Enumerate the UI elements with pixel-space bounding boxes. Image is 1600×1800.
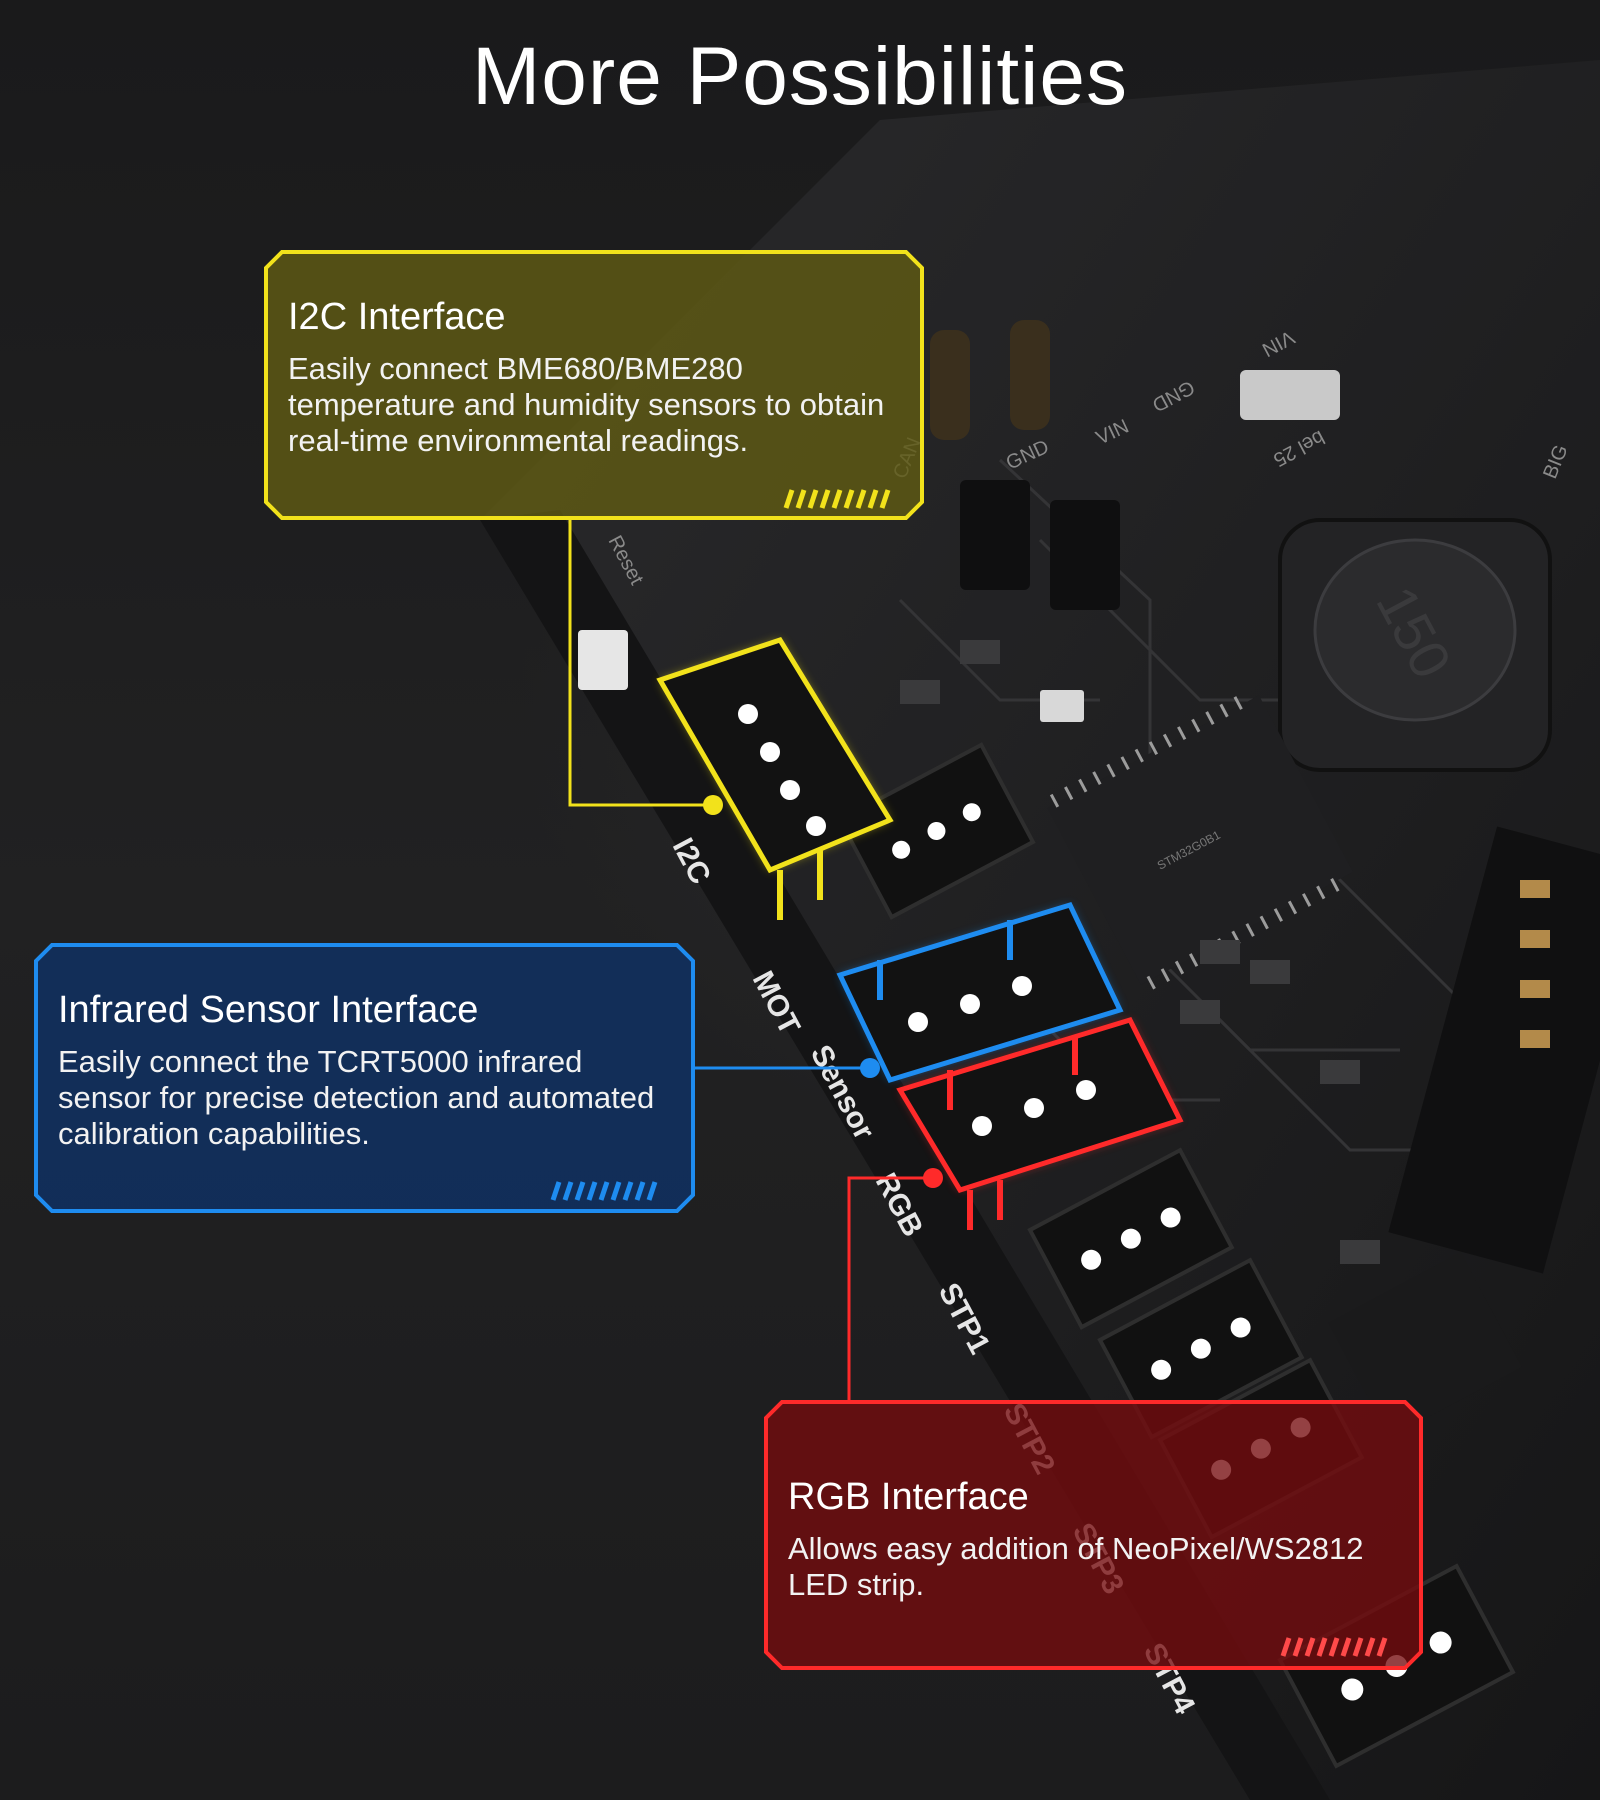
connector-stp2: [1097, 1257, 1305, 1440]
inductor: [1278, 518, 1552, 772]
i2c-connector: [656, 636, 894, 920]
rgb-callout-body: Allows easy addition of NeoPixel/WS2812 …: [788, 1531, 1364, 1602]
i2c-interface-callout: I2C Interface Easily connect BME680/BME2…: [266, 252, 922, 518]
rgb-interface-callout: RGB Interface Allows easy addition of Ne…: [766, 1402, 1421, 1668]
i2c-leader-dot: [703, 795, 723, 815]
page-title: More Possibilities: [472, 31, 1128, 122]
infrared-interface-callout: Infrared Sensor Interface Easily connect…: [36, 945, 693, 1211]
i2c-callout-title: I2C Interface: [288, 296, 506, 338]
smd-components: [578, 370, 1340, 722]
infrared-callout-body: Easily connect the TCRT5000 infrared sen…: [58, 1044, 655, 1151]
rgb-callout-title: RGB Interface: [788, 1476, 1029, 1518]
side-connector: [1388, 826, 1600, 1274]
leader-lines: [568, 520, 943, 1402]
rgb-leader-dot: [923, 1168, 943, 1188]
i2c-callout-body: Easily connect BME680/BME280 temperature…: [288, 351, 885, 458]
rgb-connector: [896, 1016, 1184, 1230]
sensor-connector: [836, 901, 1124, 1084]
connector-extra-1: [837, 742, 1036, 920]
mcu-chip: [1047, 695, 1353, 990]
infrared-leader-dot: [860, 1058, 880, 1078]
driver-chip: [1328, 1252, 1522, 1438]
infrared-callout-title: Infrared Sensor Interface: [58, 989, 479, 1031]
power-header: [930, 320, 1120, 610]
connector-stp1: [1027, 1147, 1235, 1330]
